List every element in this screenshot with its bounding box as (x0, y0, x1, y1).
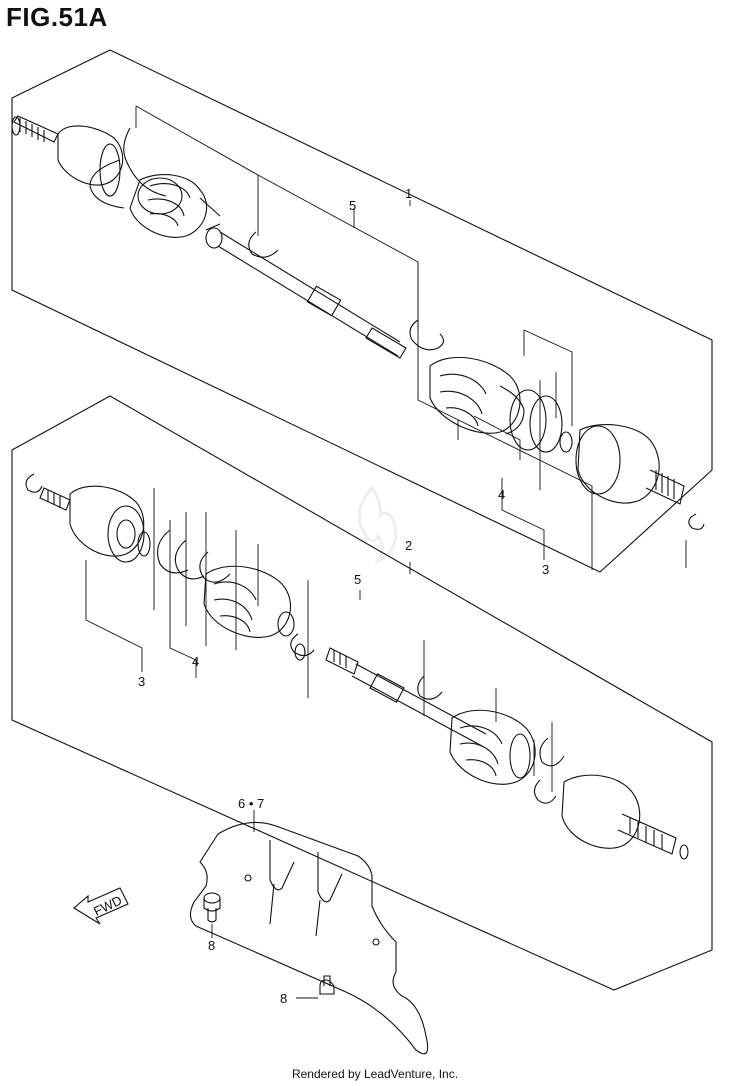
callout-upper-joint-kit: 3 (542, 562, 549, 577)
callout-upper-assembly: 1 (405, 186, 412, 201)
lower-drive-shaft (325, 647, 487, 747)
upper-drive-shaft (217, 231, 407, 359)
callout-lower-joint-kit: 3 (138, 674, 145, 689)
upper-assembly-panel (11, 49, 713, 573)
callout-bolt-bottom: 8 (280, 991, 287, 1006)
upper-outer-joint (575, 424, 705, 530)
callout-numbers: 1 5 4 3 2 5 3 4 6 • 7 8 8 (138, 186, 549, 1006)
lower-inner-circlip (25, 473, 43, 493)
upper-outer-boot (429, 356, 525, 435)
footer-credit: Rendered by LeadVenture, Inc. (291, 1067, 459, 1081)
bolt-left (203, 892, 221, 938)
upper-shaft-clamp (248, 231, 445, 351)
lower-outer-bands (533, 737, 565, 804)
upper-inner-boot (129, 174, 223, 249)
panel-border (11, 395, 713, 991)
lower-outer-joint (561, 774, 689, 860)
upper-outer-bands (509, 389, 573, 453)
fwd-label: FWD (91, 892, 124, 918)
lower-inner-bands (157, 529, 231, 583)
callout-lower-boot-kit: 4 (192, 654, 199, 669)
callout-lower-shaft: 5 (354, 572, 361, 587)
lower-inner-joint (39, 485, 151, 563)
fwd-arrow-icon: FWD (73, 887, 129, 925)
lower-shaft-clamp (417, 675, 443, 700)
lower-leader-lines (85, 488, 553, 792)
figure-title: FIG.51A (6, 2, 108, 32)
upper-inner-joint (11, 115, 124, 197)
callout-bolt-left: 8 (208, 938, 215, 953)
callout-upper-boot-kit: 4 (498, 487, 505, 502)
flame-logo-icon (357, 485, 398, 564)
upper-leader-lines (135, 105, 687, 570)
drive-shaft-guard (189, 810, 429, 1055)
callout-guard-parts: 6 • 7 (238, 796, 264, 811)
panel-border (11, 49, 713, 573)
lower-assembly-panel (11, 395, 713, 991)
upper-inner-circlip (89, 127, 167, 209)
bolt-bottom (296, 975, 335, 999)
lower-inner-boot (203, 565, 315, 661)
callout-lower-assembly: 2 (405, 538, 412, 553)
callout-upper-shaft: 5 (349, 198, 356, 213)
